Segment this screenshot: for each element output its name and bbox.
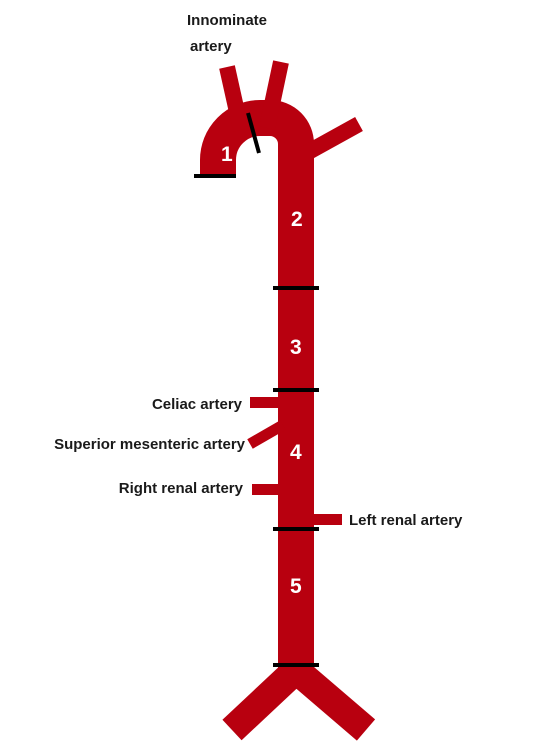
segment-number-5: 5 bbox=[290, 575, 302, 598]
segment-number-1: 1 bbox=[221, 143, 233, 166]
segment-number-4: 4 bbox=[290, 441, 302, 464]
label-right-renal-artery: Right renal artery bbox=[119, 480, 244, 497]
left-renal-artery-branch bbox=[312, 514, 342, 525]
right-renal-artery-branch bbox=[252, 484, 280, 495]
segment-number-2: 2 bbox=[291, 208, 303, 231]
celiac-artery-branch bbox=[250, 397, 280, 408]
segment-number-3: 3 bbox=[290, 336, 302, 359]
right-iliac-artery bbox=[232, 670, 296, 730]
label-innominate-line2: artery bbox=[190, 38, 232, 55]
left-iliac-artery bbox=[296, 670, 366, 730]
label-celiac-artery: Celiac artery bbox=[152, 396, 243, 413]
label-superior-mesenteric-artery: Superior mesenteric artery bbox=[54, 436, 246, 453]
label-innominate-line1: Innominate bbox=[187, 12, 267, 29]
label-left-renal-artery: Left renal artery bbox=[349, 512, 463, 529]
